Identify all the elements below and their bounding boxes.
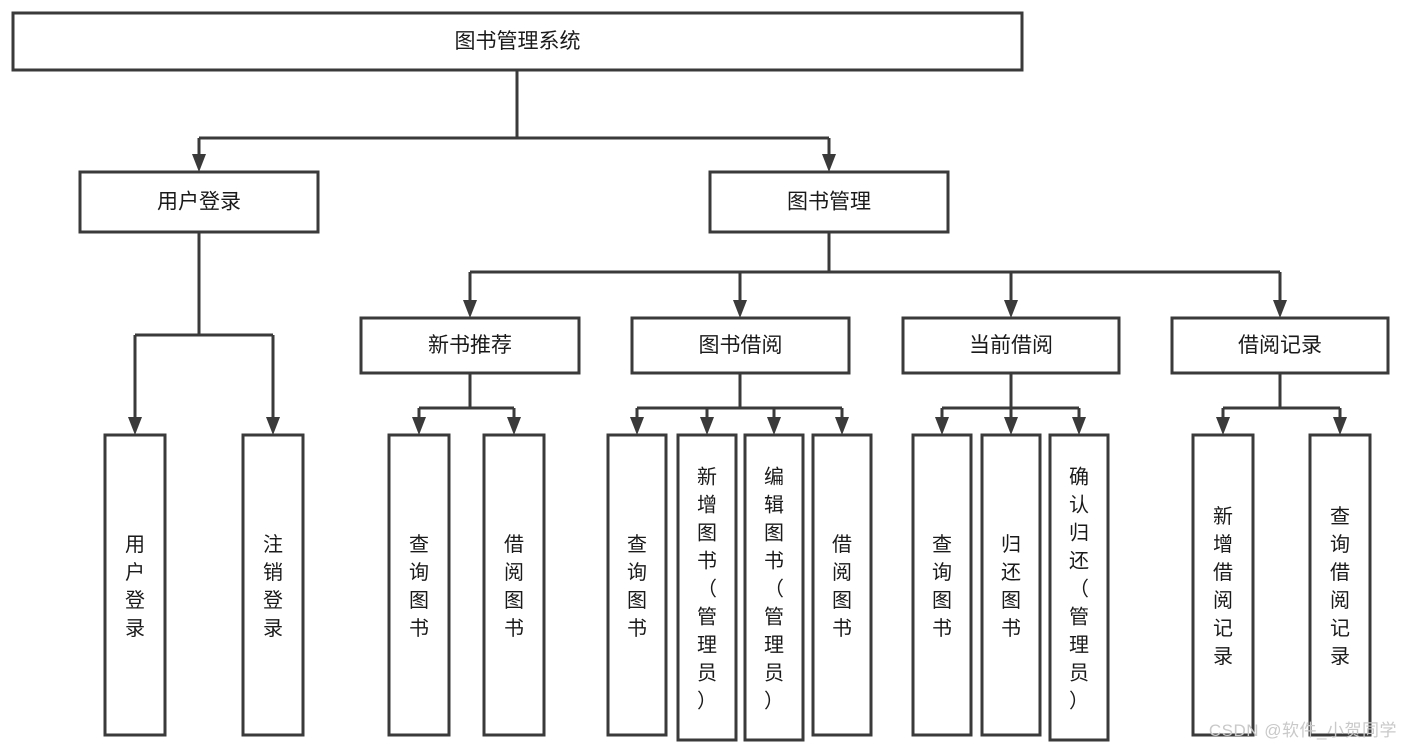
node-label-leaf-logout: 注销登录 xyxy=(263,533,283,640)
arrow-head-icon xyxy=(700,417,714,435)
node-box-book-borrow[interactable] xyxy=(630,316,851,375)
node-box-leaf-return-book[interactable] xyxy=(980,433,1042,737)
node-box-leaf-query-book-2[interactable] xyxy=(606,433,668,737)
node-box-leaf-query-record[interactable] xyxy=(1308,433,1372,737)
node-box-borrow-record[interactable] xyxy=(1170,316,1390,375)
watermark: CSDN @软件_小贺同学 xyxy=(1208,721,1397,740)
node-label-root: 图书管理系统 xyxy=(455,30,581,53)
node-box-leaf-user-login[interactable] xyxy=(103,433,167,737)
arrow-head-icon xyxy=(412,417,426,435)
node-root[interactable]: 图书管理系统 xyxy=(11,11,1024,72)
node-leaf-logout[interactable]: 注销登录 xyxy=(241,433,305,737)
node-label-leaf-user-login: 用户登录 xyxy=(125,534,145,640)
node-book-manage[interactable]: 图书管理 xyxy=(708,170,950,234)
node-box-leaf-query-book-3[interactable] xyxy=(911,433,973,737)
node-label-book-manage: 图书管理 xyxy=(787,191,871,214)
node-label-leaf-borrow-book-2: 借阅图书 xyxy=(832,533,852,640)
node-label-leaf-query-book-3: 查询图书 xyxy=(932,533,952,640)
connector-group-root-children xyxy=(192,70,836,172)
arrow-head-icon xyxy=(1333,417,1347,435)
node-label-current-borrow: 当前借阅 xyxy=(969,334,1053,357)
arrow-head-icon xyxy=(822,154,836,172)
nodes-layer: 图书管理系统用户登录图书管理新书推荐图书借阅当前借阅借阅记录用户登录注销登录查询… xyxy=(11,11,1390,742)
node-box-leaf-query-book-1[interactable] xyxy=(387,433,451,737)
arrow-head-icon xyxy=(1072,417,1086,435)
arrow-head-icon xyxy=(733,300,747,318)
node-box-leaf-add-book[interactable] xyxy=(676,433,738,742)
node-leaf-borrow-book-1[interactable]: 借阅图书 xyxy=(482,433,546,737)
arrow-head-icon xyxy=(835,417,849,435)
node-box-new-book-recommend[interactable] xyxy=(359,316,581,375)
node-leaf-add-book[interactable]: 新增图书（管理员） xyxy=(676,433,738,742)
node-box-leaf-confirm-return[interactable] xyxy=(1048,433,1110,742)
connector-group-new-book-recommend-children xyxy=(412,373,521,435)
node-label-new-book-recommend: 新书推荐 xyxy=(428,334,512,357)
node-leaf-add-record[interactable]: 新增借阅记录 xyxy=(1191,433,1255,737)
node-box-user-login[interactable] xyxy=(78,170,320,234)
arrow-head-icon xyxy=(1216,417,1230,435)
node-leaf-borrow-book-2[interactable]: 借阅图书 xyxy=(811,433,873,737)
arrow-head-icon xyxy=(1004,300,1018,318)
node-label-book-borrow: 图书借阅 xyxy=(699,334,783,357)
node-leaf-query-record[interactable]: 查询借阅记录 xyxy=(1308,433,1372,737)
connector-group-book-manage-children xyxy=(463,232,1287,318)
node-book-borrow[interactable]: 图书借阅 xyxy=(630,316,851,375)
arrow-head-icon xyxy=(128,417,142,435)
node-box-leaf-add-record[interactable] xyxy=(1191,433,1255,737)
node-label-leaf-confirm-return: 确认归还（管理员） xyxy=(1069,465,1089,712)
node-label-user-login: 用户登录 xyxy=(157,191,241,214)
node-box-leaf-logout[interactable] xyxy=(241,433,305,737)
node-leaf-return-book[interactable]: 归还图书 xyxy=(980,433,1042,737)
node-label-leaf-query-book-1: 查询图书 xyxy=(409,533,429,640)
node-leaf-query-book-2[interactable]: 查询图书 xyxy=(606,433,668,737)
node-current-borrow[interactable]: 当前借阅 xyxy=(901,316,1121,375)
node-leaf-query-book-3[interactable]: 查询图书 xyxy=(911,433,973,737)
arrow-head-icon xyxy=(1273,300,1287,318)
node-box-leaf-edit-book[interactable] xyxy=(743,433,805,742)
arrow-head-icon xyxy=(192,154,206,172)
node-box-current-borrow[interactable] xyxy=(901,316,1121,375)
node-box-root[interactable] xyxy=(11,11,1024,72)
node-box-book-manage[interactable] xyxy=(708,170,950,234)
connector-group-book-borrow-children xyxy=(630,373,849,435)
node-label-leaf-query-record: 查询借阅记录 xyxy=(1330,505,1350,668)
node-user-login[interactable]: 用户登录 xyxy=(78,170,320,234)
node-label-leaf-query-book-2: 查询图书 xyxy=(627,533,647,640)
node-leaf-user-login[interactable]: 用户登录 xyxy=(103,433,167,737)
arrow-head-icon xyxy=(507,417,521,435)
arrow-head-icon xyxy=(767,417,781,435)
node-label-leaf-return-book: 归还图书 xyxy=(1001,533,1021,640)
arrow-head-icon xyxy=(935,417,949,435)
arrow-head-icon xyxy=(630,417,644,435)
arrow-head-icon xyxy=(463,300,477,318)
node-label-leaf-add-record: 新增借阅记录 xyxy=(1213,505,1233,668)
node-label-leaf-borrow-book-1: 借阅图书 xyxy=(504,533,524,640)
node-box-leaf-borrow-book-2[interactable] xyxy=(811,433,873,737)
connector-group-borrow-record-children xyxy=(1216,373,1347,435)
connector-group-user-login-children xyxy=(128,232,280,435)
node-leaf-query-book-1[interactable]: 查询图书 xyxy=(387,433,451,737)
arrow-head-icon xyxy=(266,417,280,435)
node-label-borrow-record: 借阅记录 xyxy=(1238,334,1322,357)
node-leaf-edit-book[interactable]: 编辑图书（管理员） xyxy=(743,433,805,742)
node-new-book-recommend[interactable]: 新书推荐 xyxy=(359,316,581,375)
connector-group-current-borrow-children xyxy=(935,373,1086,435)
node-leaf-confirm-return[interactable]: 确认归还（管理员） xyxy=(1048,433,1110,742)
arrow-head-icon xyxy=(1004,417,1018,435)
node-borrow-record[interactable]: 借阅记录 xyxy=(1170,316,1390,375)
node-label-leaf-edit-book: 编辑图书（管理员） xyxy=(764,465,784,712)
node-label-leaf-add-book: 新增图书（管理员） xyxy=(697,465,717,712)
node-box-leaf-borrow-book-1[interactable] xyxy=(482,433,546,737)
connectors-layer xyxy=(128,70,1347,435)
